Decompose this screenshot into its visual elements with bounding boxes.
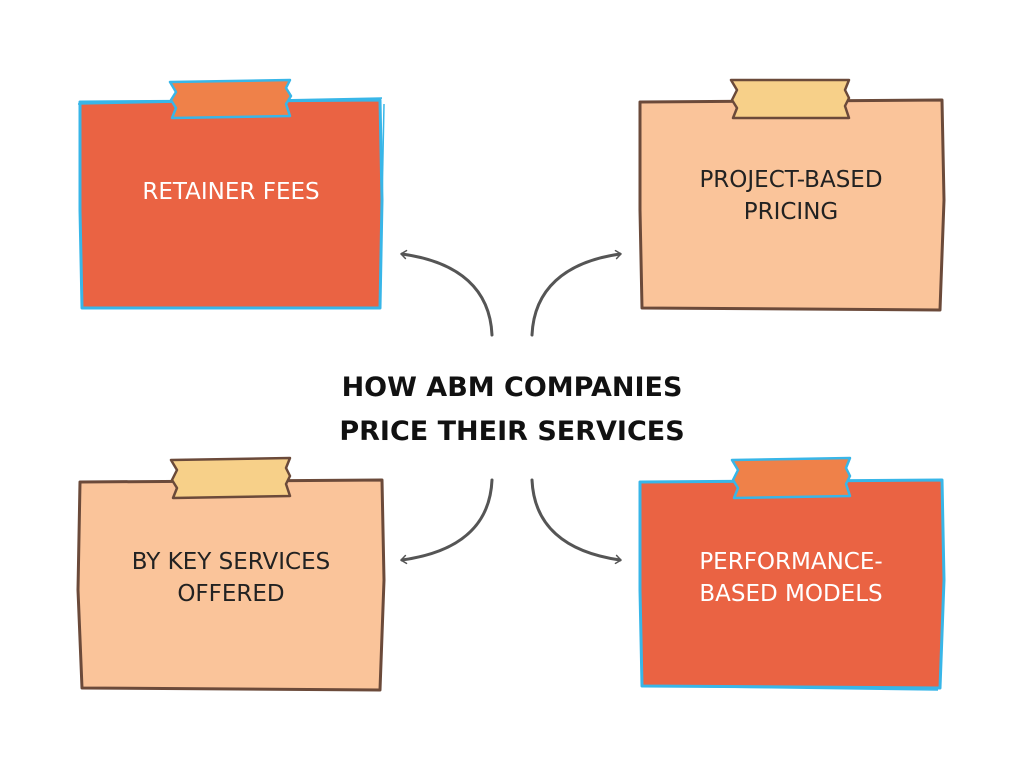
arrow-to-performance-based xyxy=(530,478,622,565)
arrow-to-project-based xyxy=(530,249,622,337)
card-performance-based-line1: PERFORMANCE- xyxy=(699,549,883,575)
card-key-services xyxy=(76,456,386,692)
card-key-services-line2: OFFERED xyxy=(177,581,285,607)
card-project-based-label: PROJECT-BASED PRICING xyxy=(640,164,942,228)
tape-bottom-left xyxy=(169,456,292,500)
arrow-to-retainer-fees xyxy=(400,249,494,337)
center-title-line1: HOW ABM COMPANIES xyxy=(341,372,683,403)
arrow-to-key-services xyxy=(400,478,494,565)
card-retainer-fees xyxy=(77,78,385,310)
center-title-line2: PRICE THEIR SERVICES xyxy=(339,416,685,447)
card-retainer-fees-outline xyxy=(78,98,384,310)
card-retainer-fees-label: RETAINER FEES xyxy=(80,176,382,208)
center-title: HOW ABM COMPANIES PRICE THEIR SERVICES xyxy=(262,366,762,454)
card-key-services-outline xyxy=(76,478,386,692)
card-project-based-pricing-outline xyxy=(638,98,946,312)
tape-top-right xyxy=(729,78,851,120)
card-performance-based xyxy=(638,456,946,691)
card-project-based-pricing xyxy=(638,78,946,312)
card-performance-based-line2: BASED MODELS xyxy=(699,581,883,607)
card-key-services-label: BY KEY SERVICES OFFERED xyxy=(80,546,382,610)
tape-top-left xyxy=(168,78,293,120)
card-key-services-line1: BY KEY SERVICES xyxy=(131,549,331,575)
tape-bottom-right xyxy=(730,456,852,500)
card-project-based-line1: PROJECT-BASED xyxy=(699,167,883,193)
card-project-based-line2: PRICING xyxy=(743,199,839,225)
card-performance-based-outline xyxy=(638,478,946,690)
card-performance-based-label: PERFORMANCE- BASED MODELS xyxy=(640,546,942,610)
card-retainer-fees-line1: RETAINER FEES xyxy=(142,179,320,205)
